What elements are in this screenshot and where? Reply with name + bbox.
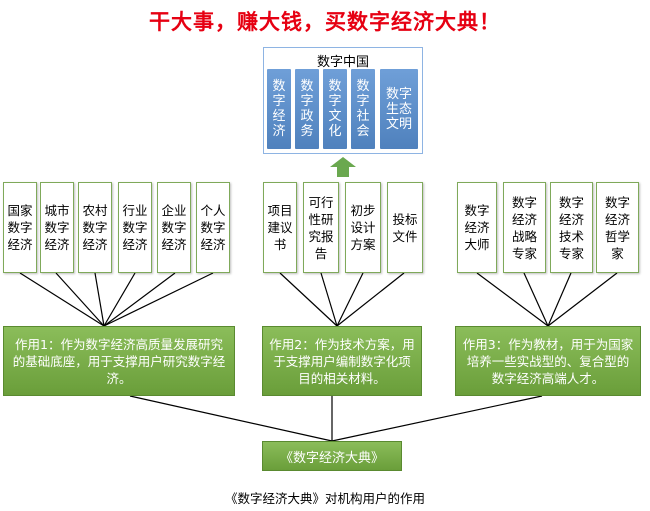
figure-caption: 《数字经济大典》对机构用户的作用 [224, 491, 425, 506]
top-column-1: 数字经济 [267, 69, 291, 149]
card-philosopher: 数字经济哲学家 [596, 182, 639, 273]
role-box-3: 作用3：作为教材，用于为国家培养一些实战型的、复合型的数字经济高端人才。 [455, 326, 641, 396]
card-label: 农村数字经济 [82, 203, 108, 252]
connector-line [103, 272, 214, 327]
card-label: 数字经济哲学家 [604, 194, 630, 261]
role-text: 作用1：作为数字经济高质量发展研究的基础底座，用于支撑用户研究数字经济。 [12, 336, 226, 386]
top-column-2: 数字政务 [295, 69, 319, 149]
connector-line [103, 272, 136, 327]
connector-line [19, 272, 105, 327]
connector-line [547, 272, 618, 327]
card-industry: 行业数字经济 [118, 182, 152, 273]
connector-line [336, 272, 364, 327]
role-box-1: 作用1：作为数字经济高质量发展研究的基础底座，用于支撑用户研究数字经济。 [3, 326, 235, 396]
card-tech-expert: 数字经济技术专家 [550, 182, 593, 273]
card-label: 个人数字经济 [200, 203, 226, 252]
up-arrow-icon [330, 157, 356, 177]
card-bid-document: 投标文件 [387, 182, 423, 273]
top-column-3: 数字文化 [323, 69, 347, 149]
card-label: 国家数字经济 [7, 203, 33, 252]
card-strategy-expert: 数字经济战略专家 [503, 182, 546, 273]
top-column-label: 数字经济 [272, 79, 286, 139]
top-column-label: 数字政务 [300, 79, 314, 139]
connector-line [279, 272, 338, 327]
digital-china-title: 数字中国 [316, 55, 369, 70]
card-label: 数字经济大师 [464, 203, 490, 252]
connector-line [320, 272, 338, 327]
card-label: 数字经济战略专家 [511, 194, 537, 261]
connector-line [336, 272, 405, 327]
digital-economy-encyclopedia-box: 《数字经济大典》 [262, 441, 402, 471]
card-label: 行业数字经济 [122, 203, 148, 252]
connector-line [94, 272, 105, 327]
connector-line [476, 272, 549, 327]
card-label: 项目建议书 [267, 203, 293, 252]
card-city: 城市数字经济 [40, 182, 74, 273]
top-column-label: 数字生态文明 [385, 86, 412, 132]
role-text: 作用3：作为教材，用于为国家培养一些实战型的、复合型的数字经济高端人才。 [462, 336, 634, 386]
card-rural: 农村数字经济 [78, 182, 112, 273]
card-project-proposal: 项目建议书 [263, 182, 297, 273]
connector-line [547, 272, 572, 327]
top-column-label: 数字社会 [356, 79, 370, 139]
card-label: 投标文件 [392, 211, 418, 244]
card-national: 国家数字经济 [3, 182, 37, 273]
top-column-5: 数字生态文明 [380, 69, 418, 149]
headline: 干大事，赚大钱，买数字经济大典！ [149, 10, 501, 34]
card-master: 数字经济大师 [457, 182, 497, 273]
top-column-4: 数字社会 [351, 69, 375, 149]
role-box-2: 作用2：作为技术方案，用于支撑用户编制数字化项目的相关材料。 [262, 326, 422, 396]
card-label: 可行性研究报告 [308, 194, 334, 261]
connector-line [103, 272, 176, 327]
card-label: 城市数字经济 [44, 203, 70, 252]
card-feasibility-report: 可行性研究报告 [303, 182, 339, 273]
connector-line [55, 272, 105, 327]
role-text: 作用2：作为技术方案，用于支撑用户编制数字化项目的相关材料。 [269, 336, 415, 386]
connector-line [331, 395, 543, 442]
connector-line [523, 272, 549, 327]
card-label: 数字经济技术专家 [558, 194, 584, 261]
connector-line [129, 395, 333, 442]
card-label: 初步设计方案 [350, 203, 376, 252]
card-individual: 个人数字经济 [196, 182, 230, 273]
card-preliminary-design: 初步设计方案 [345, 182, 381, 273]
top-column-label: 数字文化 [328, 79, 342, 139]
card-label: 企业数字经济 [161, 203, 187, 252]
card-enterprise: 企业数字经济 [157, 182, 191, 273]
